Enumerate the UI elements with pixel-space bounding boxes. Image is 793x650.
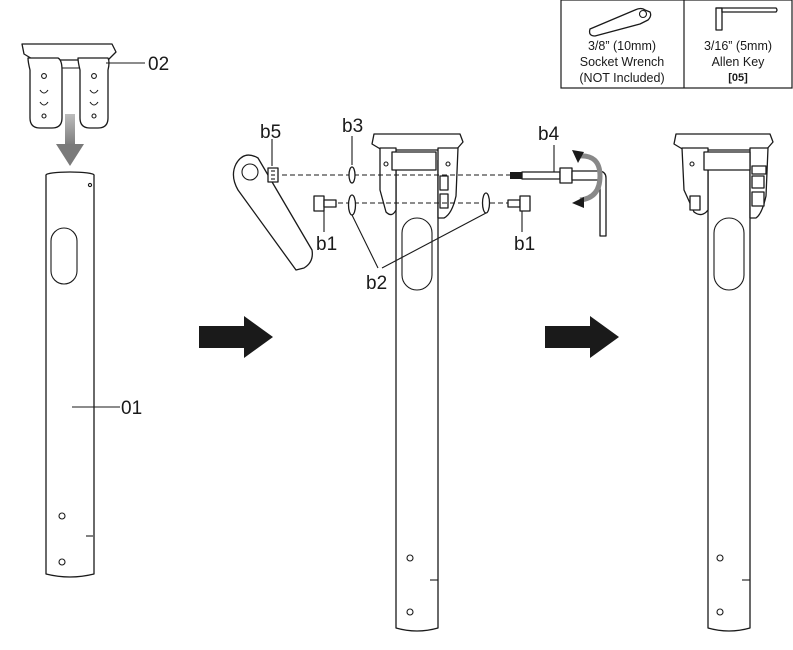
bolt-left-label: b1 [316,234,337,255]
bracket-label: 02 [148,54,169,75]
bracket-part-step3 [673,133,774,219]
washer-leader-right [381,212,487,269]
next-step-arrow-1 [199,316,273,358]
socket-wrench-icon [588,7,652,37]
lever-bolt-part [510,167,573,184]
allen-code-text: [05] [728,72,748,84]
down-arrow-icon [56,114,84,166]
step-1: 02 01 [21,43,169,578]
step-2: b5 b3 b2 b1 b1 [232,116,607,632]
rotate-arrow-icon [572,150,603,208]
allen-key-icon [715,7,778,31]
washers-label: b2 [366,273,387,294]
wrench-note-text: (NOT Included) [579,71,664,85]
washer-parts [347,192,491,216]
next-step-arrow-2 [545,316,619,358]
bracket-part [21,43,117,129]
step-3 [673,133,774,632]
lever-part [232,154,313,271]
post-part-step3 [707,160,751,632]
spacer-part [348,166,356,184]
allen-size-text: 3/16” (5mm) [704,39,772,53]
lever-label: b5 [260,122,281,143]
spacer-label: b3 [342,116,363,137]
post-label: 01 [121,398,142,419]
bolt-right-part [507,195,531,212]
bracket-part-step2 [371,133,464,219]
post-part-step2 [395,160,439,632]
wrench-size-text: 3/8” (10mm) [588,39,656,53]
wrench-name-text: Socket Wrench [580,55,665,69]
allen-name-text: Allen Key [712,55,766,69]
bolt-right-label: b1 [514,234,535,255]
washer-leader-left [351,214,379,269]
post-part [45,171,95,578]
bolt-left-part [313,195,337,212]
tool-box: 3/8” (10mm) Socket Wrench (NOT Included)… [560,0,793,89]
lever-bolt-label: b4 [538,124,560,145]
